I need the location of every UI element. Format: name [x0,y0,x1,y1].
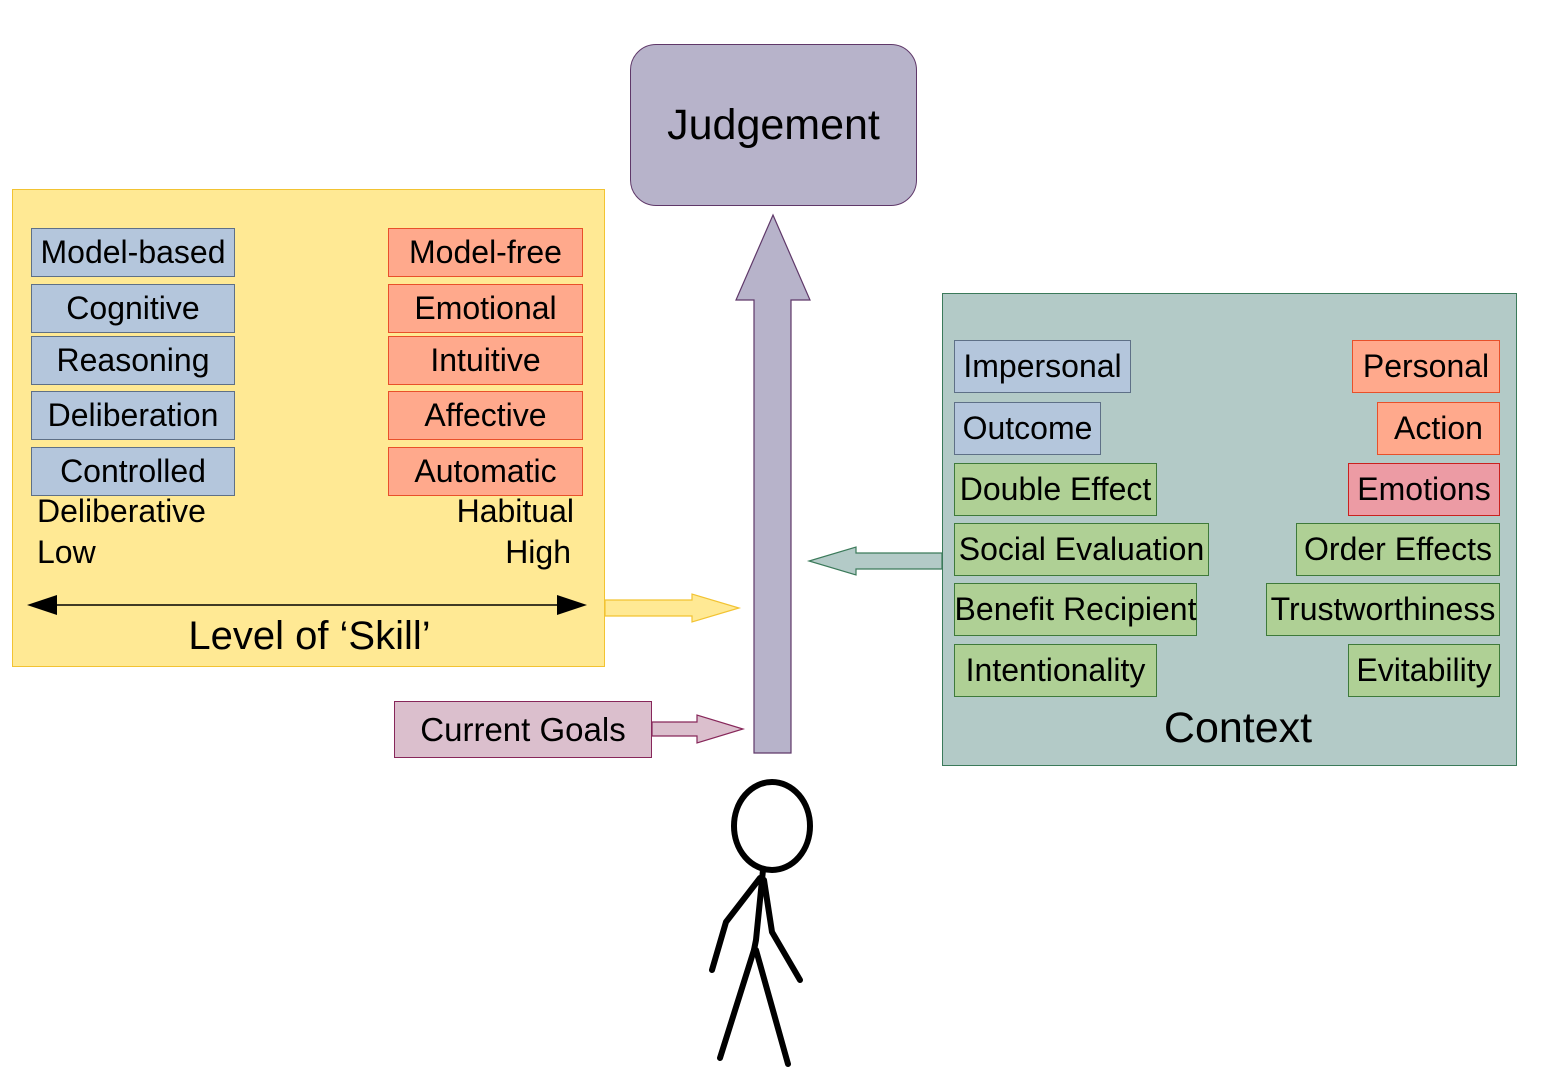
context-item-impersonal: Impersonal [954,340,1131,393]
context-title: Context [1163,704,1313,752]
skill-item-emotional: Emotional [388,284,583,333]
context-item-personal: Personal [1352,340,1500,393]
skill-item-controlled: Controlled [31,447,235,496]
double-headed-arrow-icon [27,595,587,615]
context-item-intentionality: Intentionality [954,644,1157,697]
context-panel: Impersonal Outcome Double Effect Social … [942,293,1517,766]
current-goals-box: Current Goals [394,701,652,758]
skill-item-affective: Affective [388,391,583,440]
context-item-benefit-recipient: Benefit Recipient [954,583,1197,636]
skill-item-automatic: Automatic [388,447,583,496]
context-item-evitability: Evitability [1348,644,1500,697]
goals-arrow-icon [651,714,746,744]
skill-item-reasoning: Reasoning [31,336,235,385]
high-label: High [505,534,571,570]
context-item-social-evaluation: Social Evaluation [954,523,1209,576]
habitual-label: Habitual [456,493,574,529]
context-item-emotions: Emotions [1348,463,1500,516]
upward-arrow-icon [735,213,811,754]
current-goals-label: Current Goals [420,710,626,748]
skill-arrow-icon [604,593,742,623]
judgement-box: Judgement [630,44,917,206]
context-item-trustworthiness: Trustworthiness [1266,583,1500,636]
context-item-double-effect: Double Effect [954,463,1157,516]
context-arrow-icon [806,546,943,576]
skill-item-model-based: Model-based [31,228,235,277]
deliberative-label: Deliberative [37,493,206,529]
context-item-order-effects: Order Effects [1296,523,1500,576]
context-item-outcome: Outcome [954,402,1101,455]
context-item-action: Action [1377,402,1500,455]
skill-panel: Model-based Cognitive Reasoning Delibera… [12,189,605,667]
low-label: Low [37,534,96,570]
judgement-label: Judgement [667,100,880,149]
skill-item-cognitive: Cognitive [31,284,235,333]
skill-axis-title: Level of ‘Skill’ [188,614,431,658]
skill-item-intuitive: Intuitive [388,336,583,385]
stick-figure-icon [709,779,813,1067]
skill-item-model-free: Model-free [388,228,583,277]
skill-item-deliberation: Deliberation [31,391,235,440]
